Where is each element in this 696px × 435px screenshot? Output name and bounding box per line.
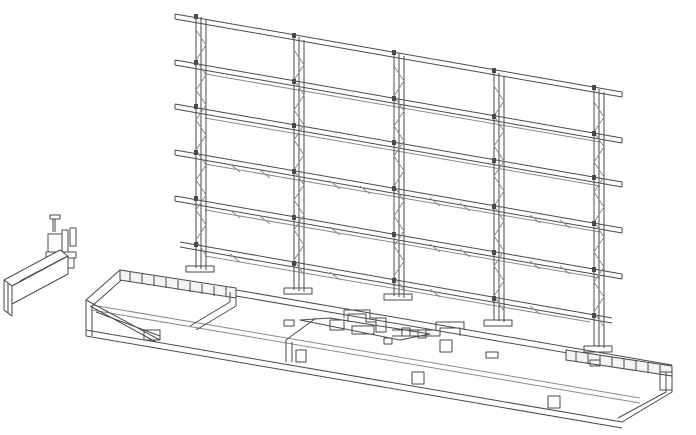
base-mid-rail [92,305,640,403]
rack-post-4 [494,72,504,322]
base-frame [86,270,672,428]
rail-end-caps [175,14,622,279]
post-bracing [196,30,604,327]
bolt-part [50,215,60,232]
beam-segment-part [4,250,68,316]
loose-parts-group [4,215,76,316]
left-platform [120,270,236,330]
rack-joints [194,14,596,318]
right-platform [566,350,672,422]
center-panel [284,318,430,362]
rack-post-3 [394,52,404,298]
center-brackets [330,310,464,352]
base-front-rail [86,330,622,428]
vertical-rack-frame [175,14,622,352]
rack-base-plates [186,266,612,352]
shelf-cross-bars [230,164,570,314]
base-joint-pads [296,350,600,408]
base-left-frame [86,270,160,342]
rack-post-2 [294,36,304,292]
